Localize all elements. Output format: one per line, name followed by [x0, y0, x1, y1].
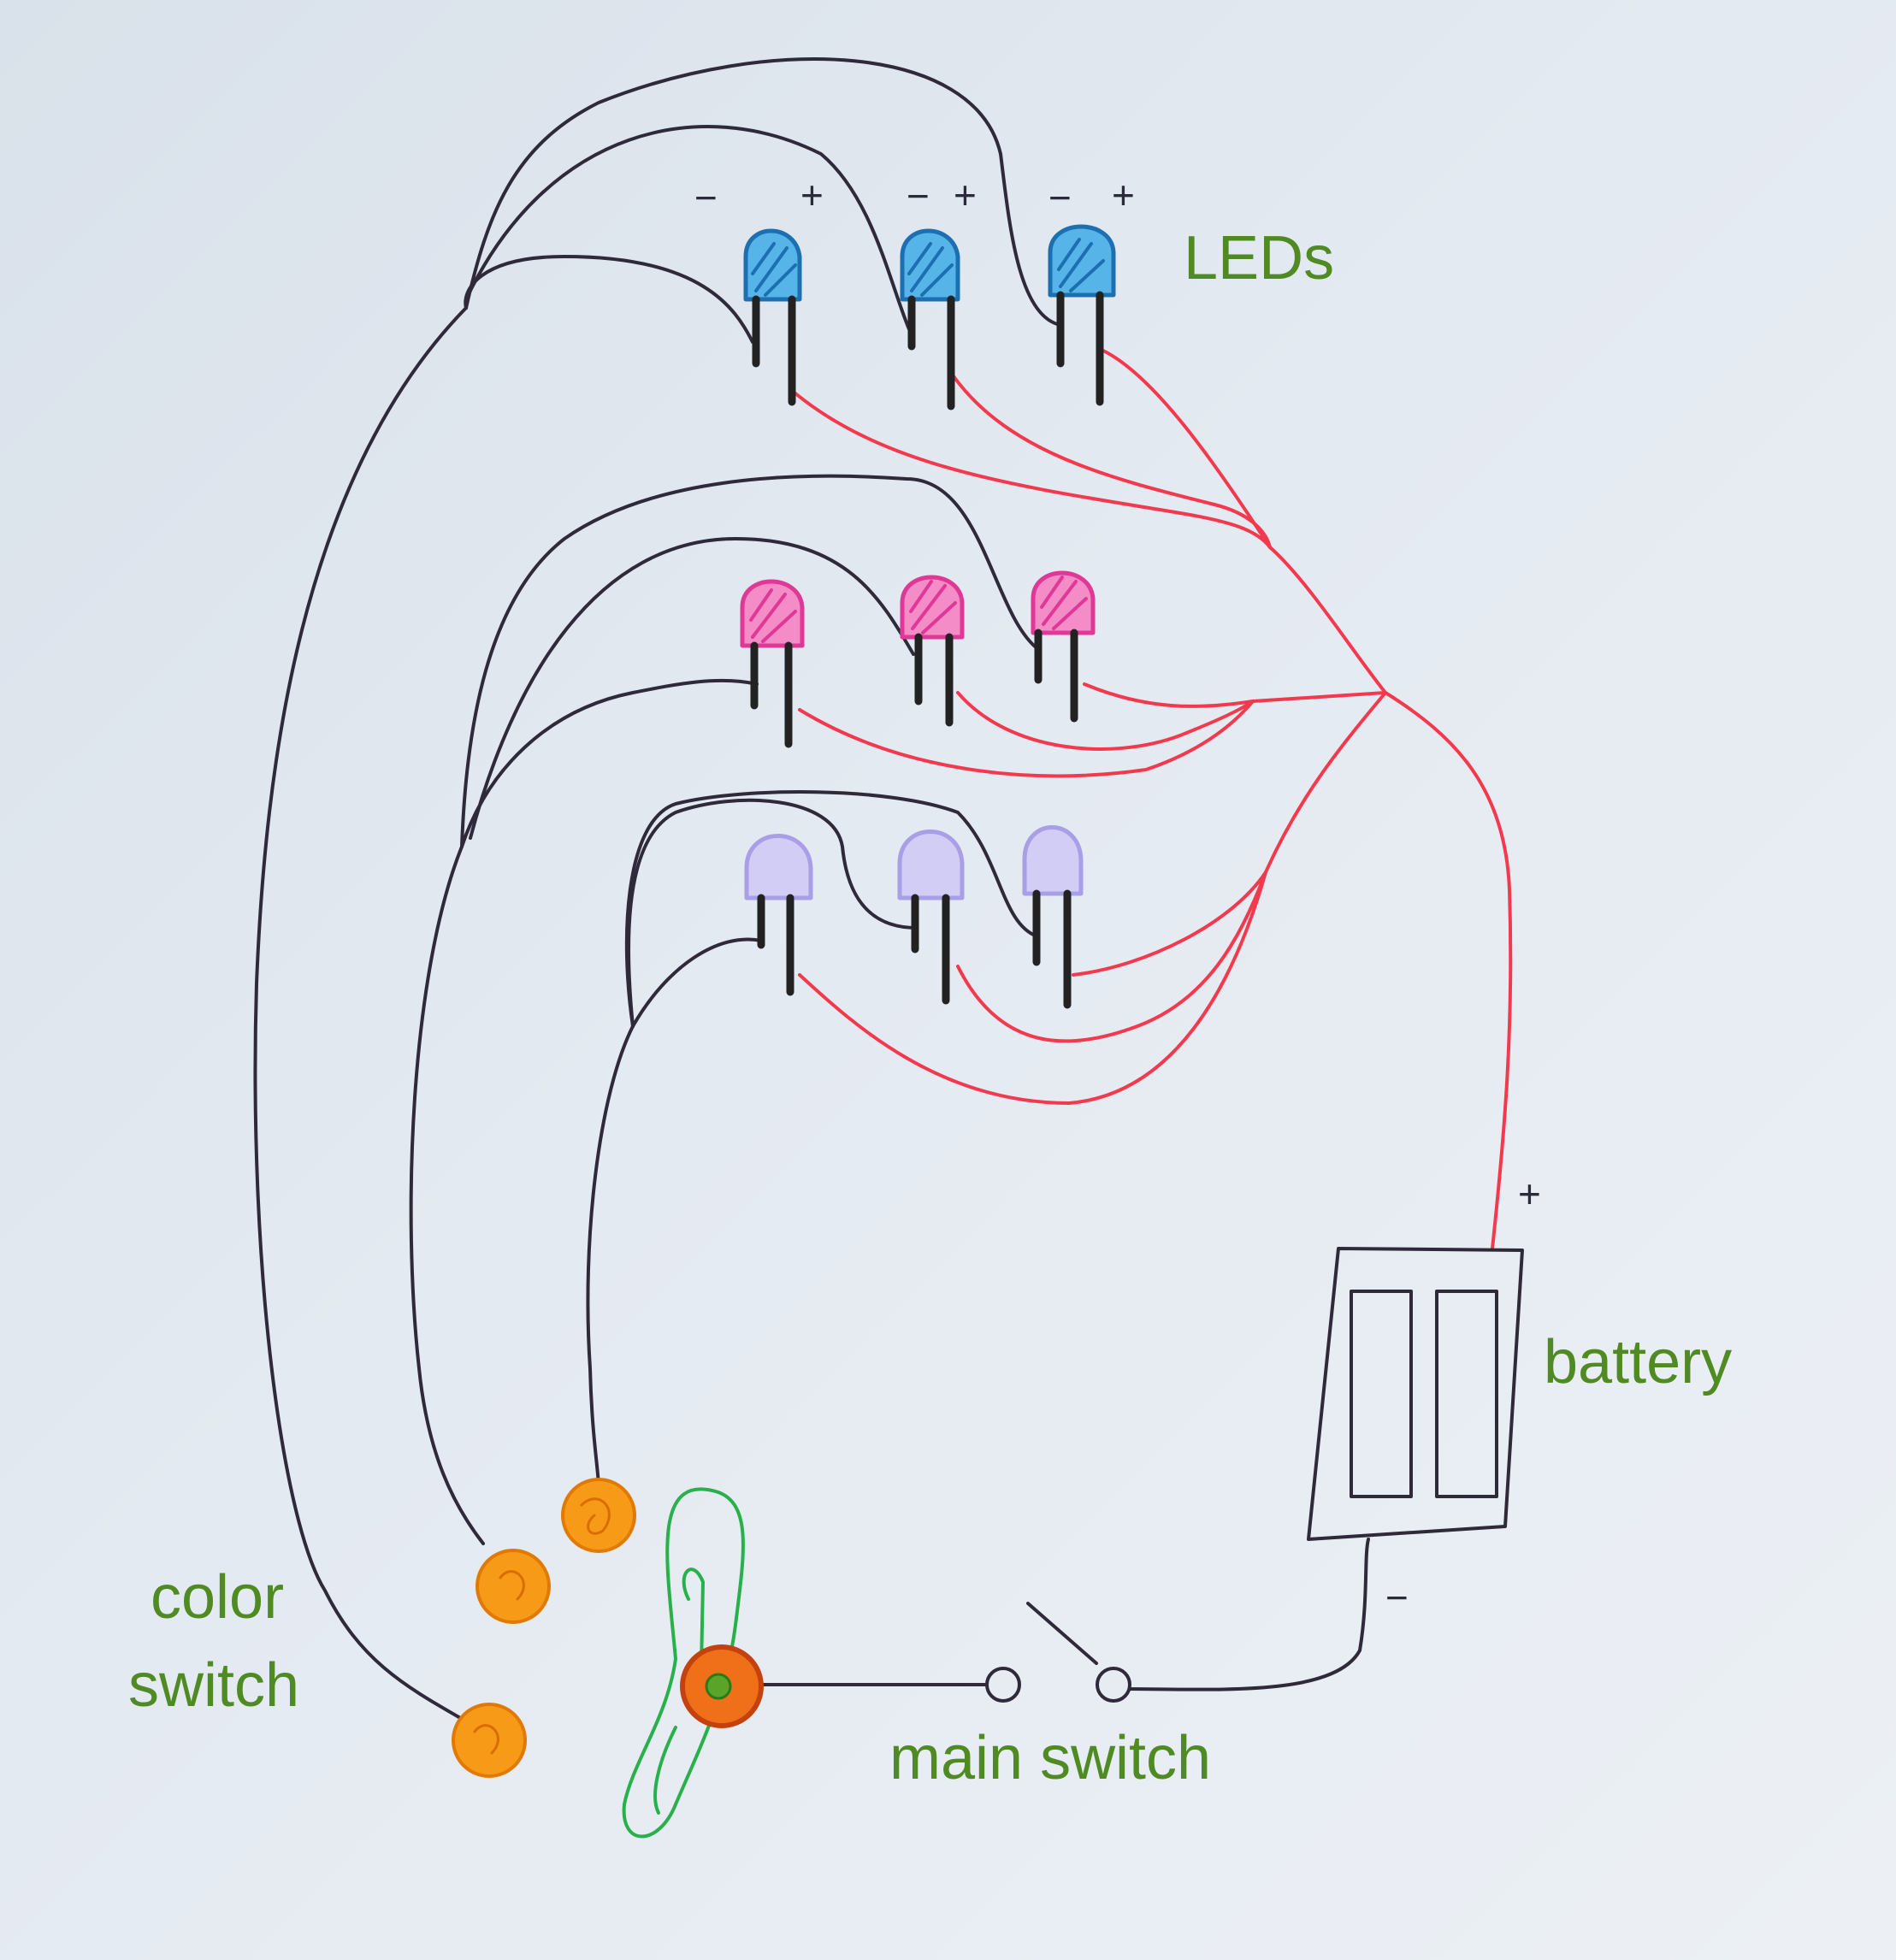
wire-lav-led3-neg	[624, 790, 1039, 1028]
minus-sign: −	[1048, 175, 1072, 220]
wire-lav-led1-pos	[798, 871, 1267, 1105]
wire-lav-led3-pos	[1072, 871, 1267, 977]
wire-lav-led2-neg	[627, 798, 918, 1028]
wire-lav-led1-neg	[631, 937, 763, 1028]
wire-blue-led1-pos	[794, 392, 1272, 549]
led-lavender-3	[1022, 825, 1084, 1009]
plus-sign: +	[1112, 173, 1135, 217]
wire-pink-led2-pos	[956, 691, 1255, 751]
wire-blue-to-switch1	[253, 306, 468, 1721]
wire-blue-led3-pos	[1102, 349, 1272, 549]
color-switch-contact-middle	[475, 1549, 551, 1624]
color-switch-contacts	[452, 1478, 636, 1778]
led-lavender-2	[897, 829, 965, 1005]
wire-junction-to-battery-plus	[1384, 691, 1513, 1250]
color-switch-lever	[622, 1487, 745, 1839]
battery-minus-sign: −	[1385, 1575, 1409, 1620]
wire-main-switch-to-battery	[1123, 1538, 1370, 1691]
wire-pink-to-junction	[1251, 691, 1387, 703]
wire-blue-led3-neg	[464, 57, 1062, 327]
led-pink-1	[740, 579, 805, 748]
wire-pink-led3-neg	[460, 474, 1041, 848]
wire-pink-led3-pos	[1083, 682, 1255, 708]
battery-cell-right	[1435, 1290, 1498, 1498]
battery-outline	[1307, 1247, 1524, 1541]
color-switch-pivot	[680, 1644, 764, 1728]
wire-pink-led1-neg	[460, 678, 759, 848]
red-wires	[794, 349, 1513, 1250]
plus-sign: +	[954, 173, 977, 217]
battery-label: battery	[1544, 1328, 1733, 1396]
led-row-lavender	[744, 825, 1084, 1009]
battery-plus-sign: +	[1518, 1172, 1541, 1216]
wire-pink-led2-neg	[469, 537, 915, 840]
wire-pink-to-switch2	[409, 845, 485, 1545]
battery-holder	[1307, 1247, 1524, 1541]
main-switch-lever	[1026, 1602, 1098, 1665]
wire-blue-led2-neg	[464, 125, 911, 331]
wire-lav-to-junction	[1264, 691, 1387, 874]
wire-blue-to-junction	[1268, 546, 1387, 694]
wire-lav-led2-pos	[956, 871, 1267, 1043]
wire-blue-led1-neg	[464, 255, 754, 344]
led-row-pink	[740, 570, 1096, 748]
battery-cell-left	[1350, 1290, 1413, 1498]
led-blue-3	[1048, 224, 1116, 406]
led-blue-1	[743, 228, 802, 406]
black-wires	[253, 57, 1370, 1721]
minus-sign: −	[694, 175, 718, 220]
color-switch-label-line1: color	[151, 1563, 285, 1632]
wire-pink-led1-pos	[798, 700, 1255, 778]
plus-sign: +	[800, 173, 824, 217]
leds-label: LEDs	[1184, 224, 1335, 292]
color-switch-contact-bottom	[452, 1703, 527, 1778]
wire-lav-to-switch3	[586, 1024, 635, 1490]
color-switch-contact-top	[561, 1478, 636, 1553]
led-pink-3	[1031, 570, 1096, 723]
minus-sign: −	[907, 174, 930, 218]
main-switch-contact-right	[1096, 1667, 1131, 1703]
led-blue-2	[900, 228, 960, 410]
led-lavender-1	[744, 834, 813, 996]
led-pink-2	[900, 575, 965, 727]
main-switch-contact-left	[985, 1667, 1021, 1703]
main-switch-label: main switch	[889, 1724, 1212, 1792]
led-row-blue	[743, 224, 1116, 410]
color-switch-label-line2: switch	[128, 1651, 300, 1720]
